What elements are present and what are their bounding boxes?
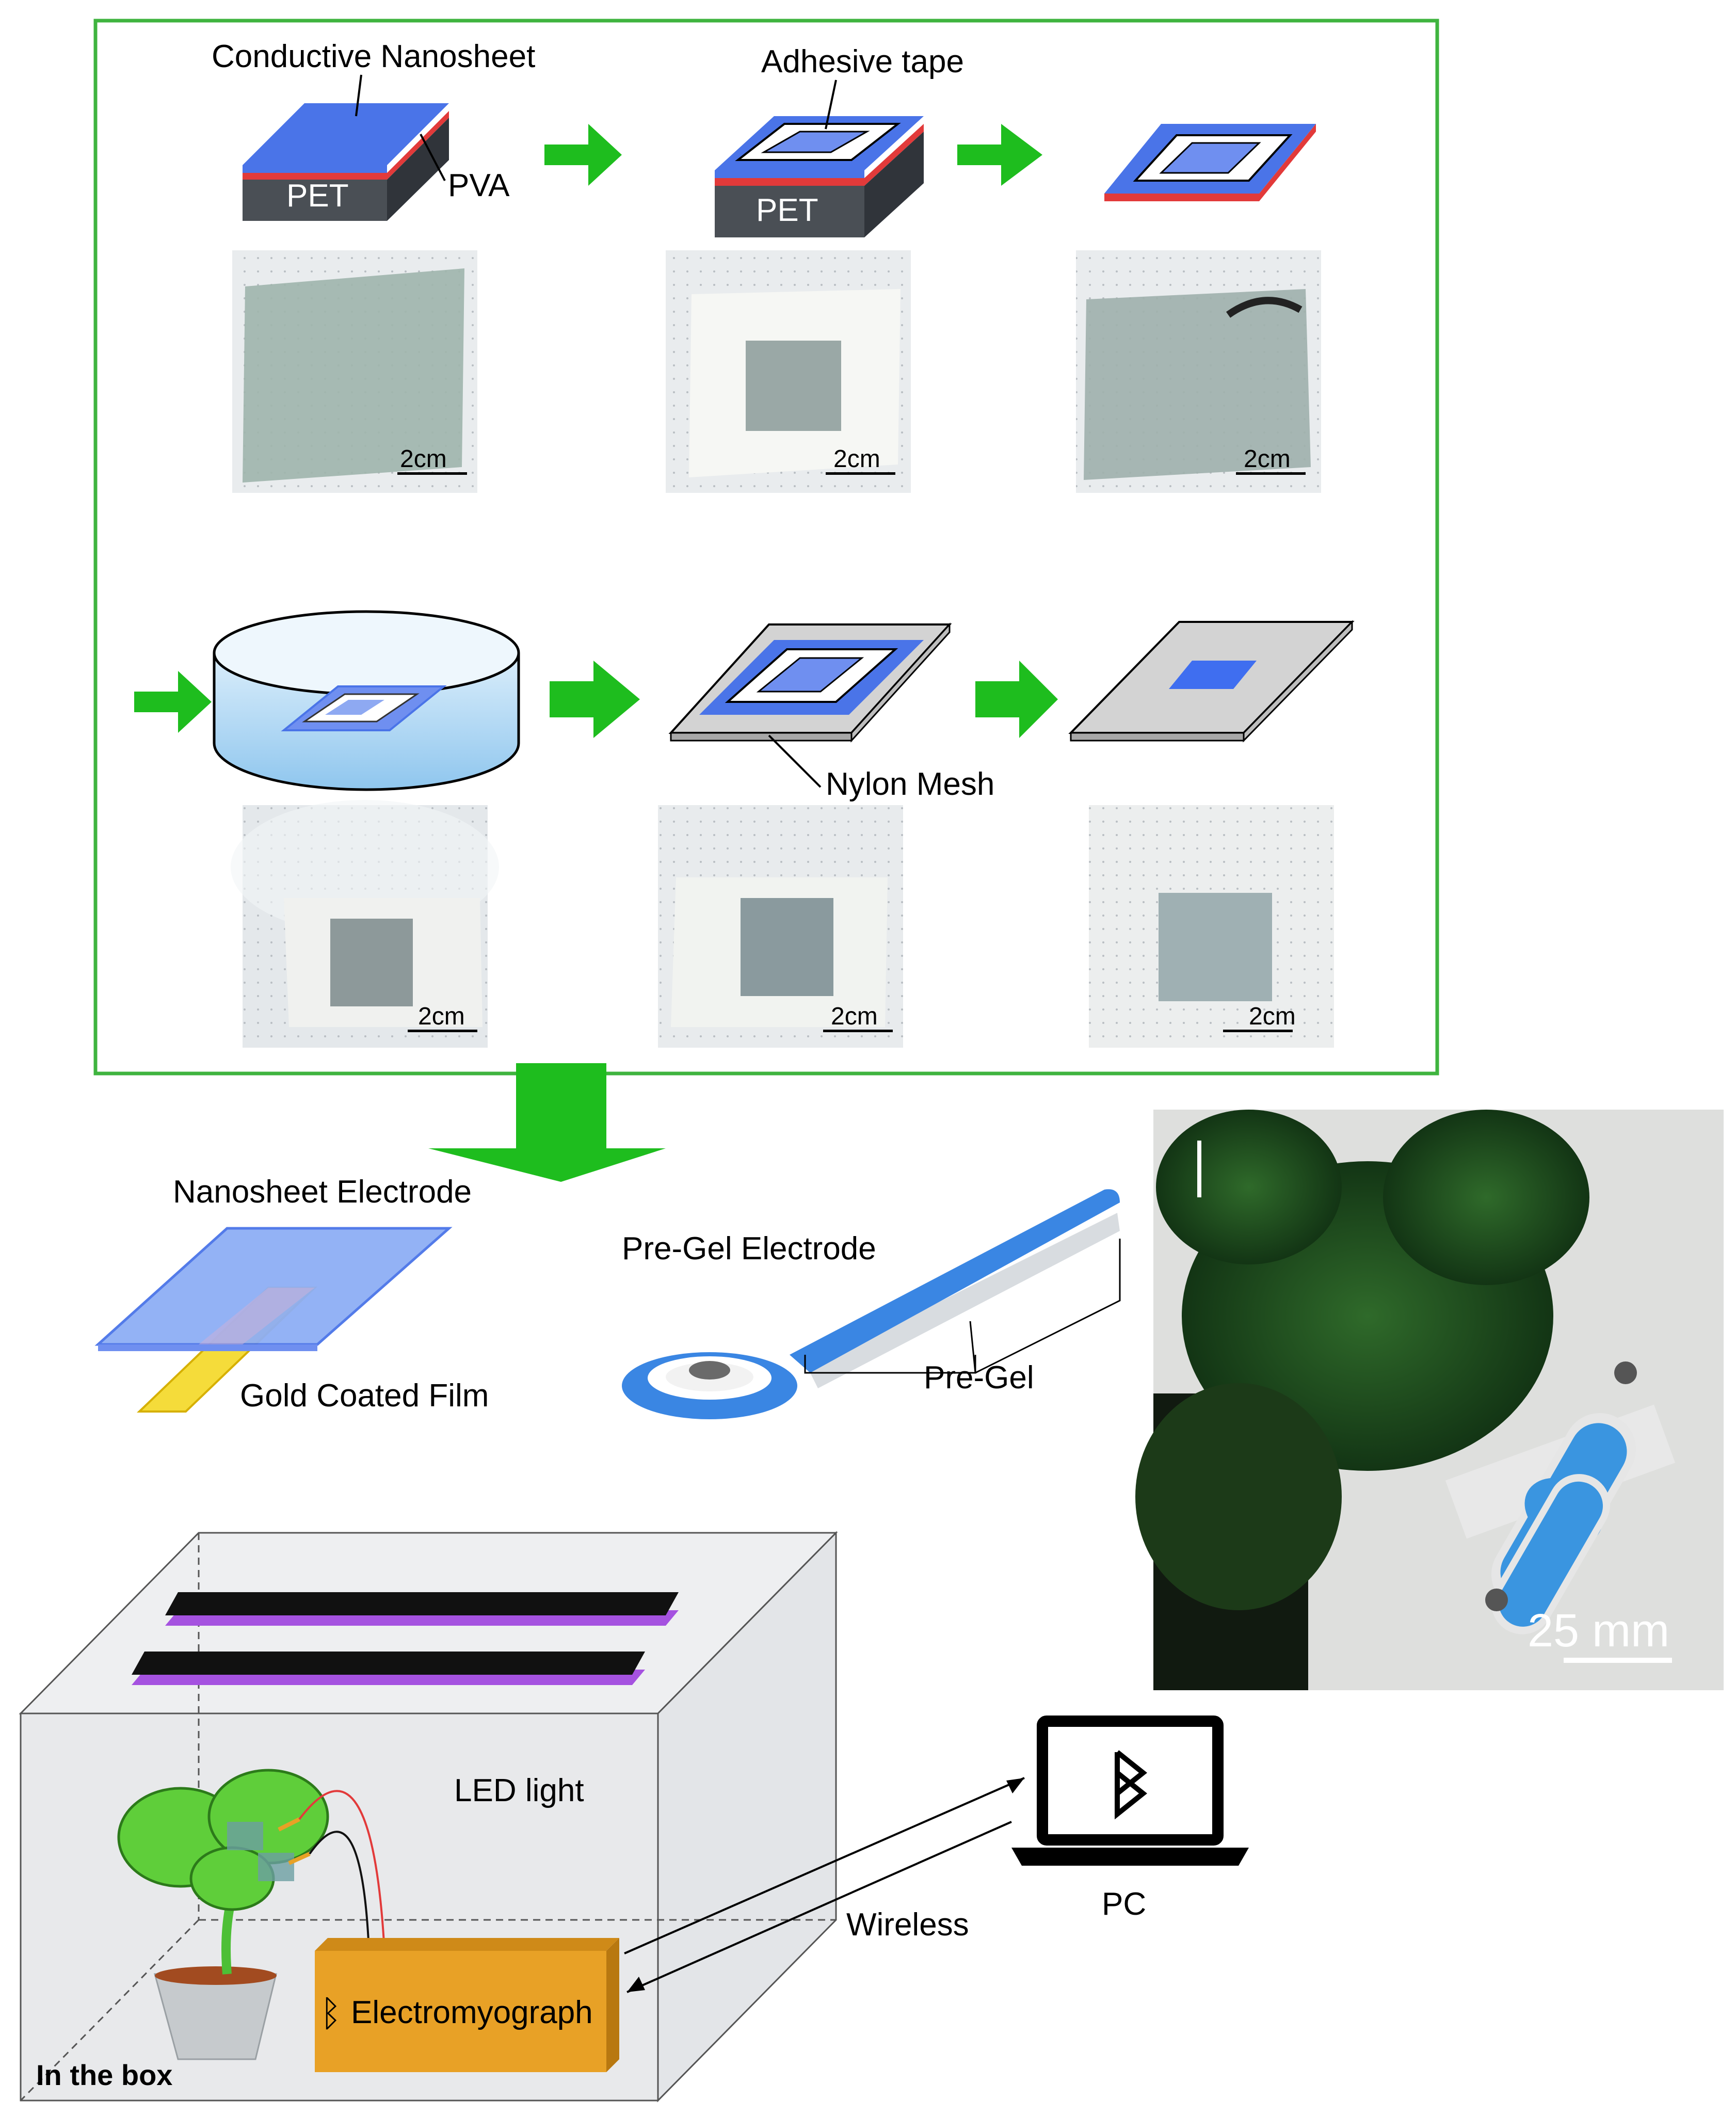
nanosheet-sheet bbox=[94, 1227, 453, 1346]
scale-bar-3: 2cm bbox=[1244, 445, 1291, 473]
plant-photo: 25 mm bbox=[1135, 1110, 1724, 1690]
pregel-electrode-diagram: Pre-Gel Electrode Pre-Gel bbox=[622, 1189, 1121, 1419]
nanosheet-electrode-diagram: Nanosheet Electrode Gold Coated Film bbox=[94, 1174, 489, 1414]
tape-label: Adhesive tape bbox=[761, 44, 964, 79]
pc-label: PC bbox=[1102, 1886, 1146, 1922]
arrow-down bbox=[428, 1063, 666, 1182]
step3-schematic bbox=[1104, 124, 1316, 201]
nylon-mesh-schematic: Nylon Mesh bbox=[668, 622, 994, 802]
scale-bar-5: 2cm bbox=[831, 1003, 878, 1030]
pregel-electrode-label: Pre-Gel Electrode bbox=[622, 1231, 876, 1267]
arrow-right-2 bbox=[957, 124, 1042, 186]
photo-step3: 2cm bbox=[1076, 250, 1321, 493]
photo-step2: 2cm bbox=[666, 250, 911, 493]
nylon-label: Nylon Mesh bbox=[826, 766, 994, 802]
photo-scale-label: 25 mm bbox=[1528, 1605, 1669, 1657]
scale-bar-4: 2cm bbox=[418, 1003, 465, 1030]
emg-label: Electromyograph bbox=[351, 1995, 593, 2030]
scale-bar-6: 2cm bbox=[1249, 1003, 1296, 1030]
wireless-label: Wireless bbox=[846, 1907, 969, 1943]
scale-bar-2: 2cm bbox=[833, 445, 880, 473]
pet-label-2: PET bbox=[756, 193, 818, 228]
photo-step1: 2cm bbox=[232, 250, 477, 493]
bluetooth-icon-emg: ᛒ bbox=[320, 1993, 342, 2033]
electromyograph-box: ᛒ Electromyograph bbox=[315, 1938, 619, 2072]
arrow-right-1 bbox=[544, 124, 622, 186]
arrow-right-4 bbox=[550, 661, 640, 738]
wireless-links: Wireless bbox=[624, 1777, 1025, 1993]
bluetooth-icon-pc bbox=[1115, 1750, 1148, 1820]
led-light-bars bbox=[132, 1592, 679, 1685]
step2-schematic: PET Adhesive tape bbox=[715, 44, 964, 237]
pet-block-front bbox=[243, 180, 387, 221]
nanosheet-label: Conductive Nanosheet bbox=[212, 39, 535, 74]
photo-step4: 2cm bbox=[231, 800, 499, 1048]
gold-film-label: Gold Coated Film bbox=[240, 1378, 489, 1414]
scale-bar-1: 2cm bbox=[400, 445, 447, 473]
pva-label: PVA bbox=[448, 168, 510, 203]
step1-schematic: PET Conductive Nanosheet PVA bbox=[212, 39, 535, 221]
nanosheet-electrode-label: Nanosheet Electrode bbox=[173, 1174, 472, 1210]
photo-step6: 2cm bbox=[1089, 805, 1334, 1048]
led-label: LED light bbox=[454, 1773, 584, 1808]
potted-plant bbox=[117, 1769, 385, 2060]
final-nanosheet-schematic bbox=[1068, 620, 1355, 743]
arrow-right-5 bbox=[975, 661, 1058, 738]
process-frame bbox=[93, 19, 1439, 1076]
pc-icon: PC bbox=[1011, 1716, 1249, 1922]
pet-label-1: PET bbox=[286, 178, 349, 214]
pregel-label: Pre-Gel bbox=[924, 1360, 1034, 1396]
water-bath bbox=[213, 610, 520, 791]
photo-step5: 2cm bbox=[658, 805, 903, 1048]
arrow-right-3 bbox=[134, 671, 212, 733]
in-box-label: In the box bbox=[36, 2059, 172, 2091]
